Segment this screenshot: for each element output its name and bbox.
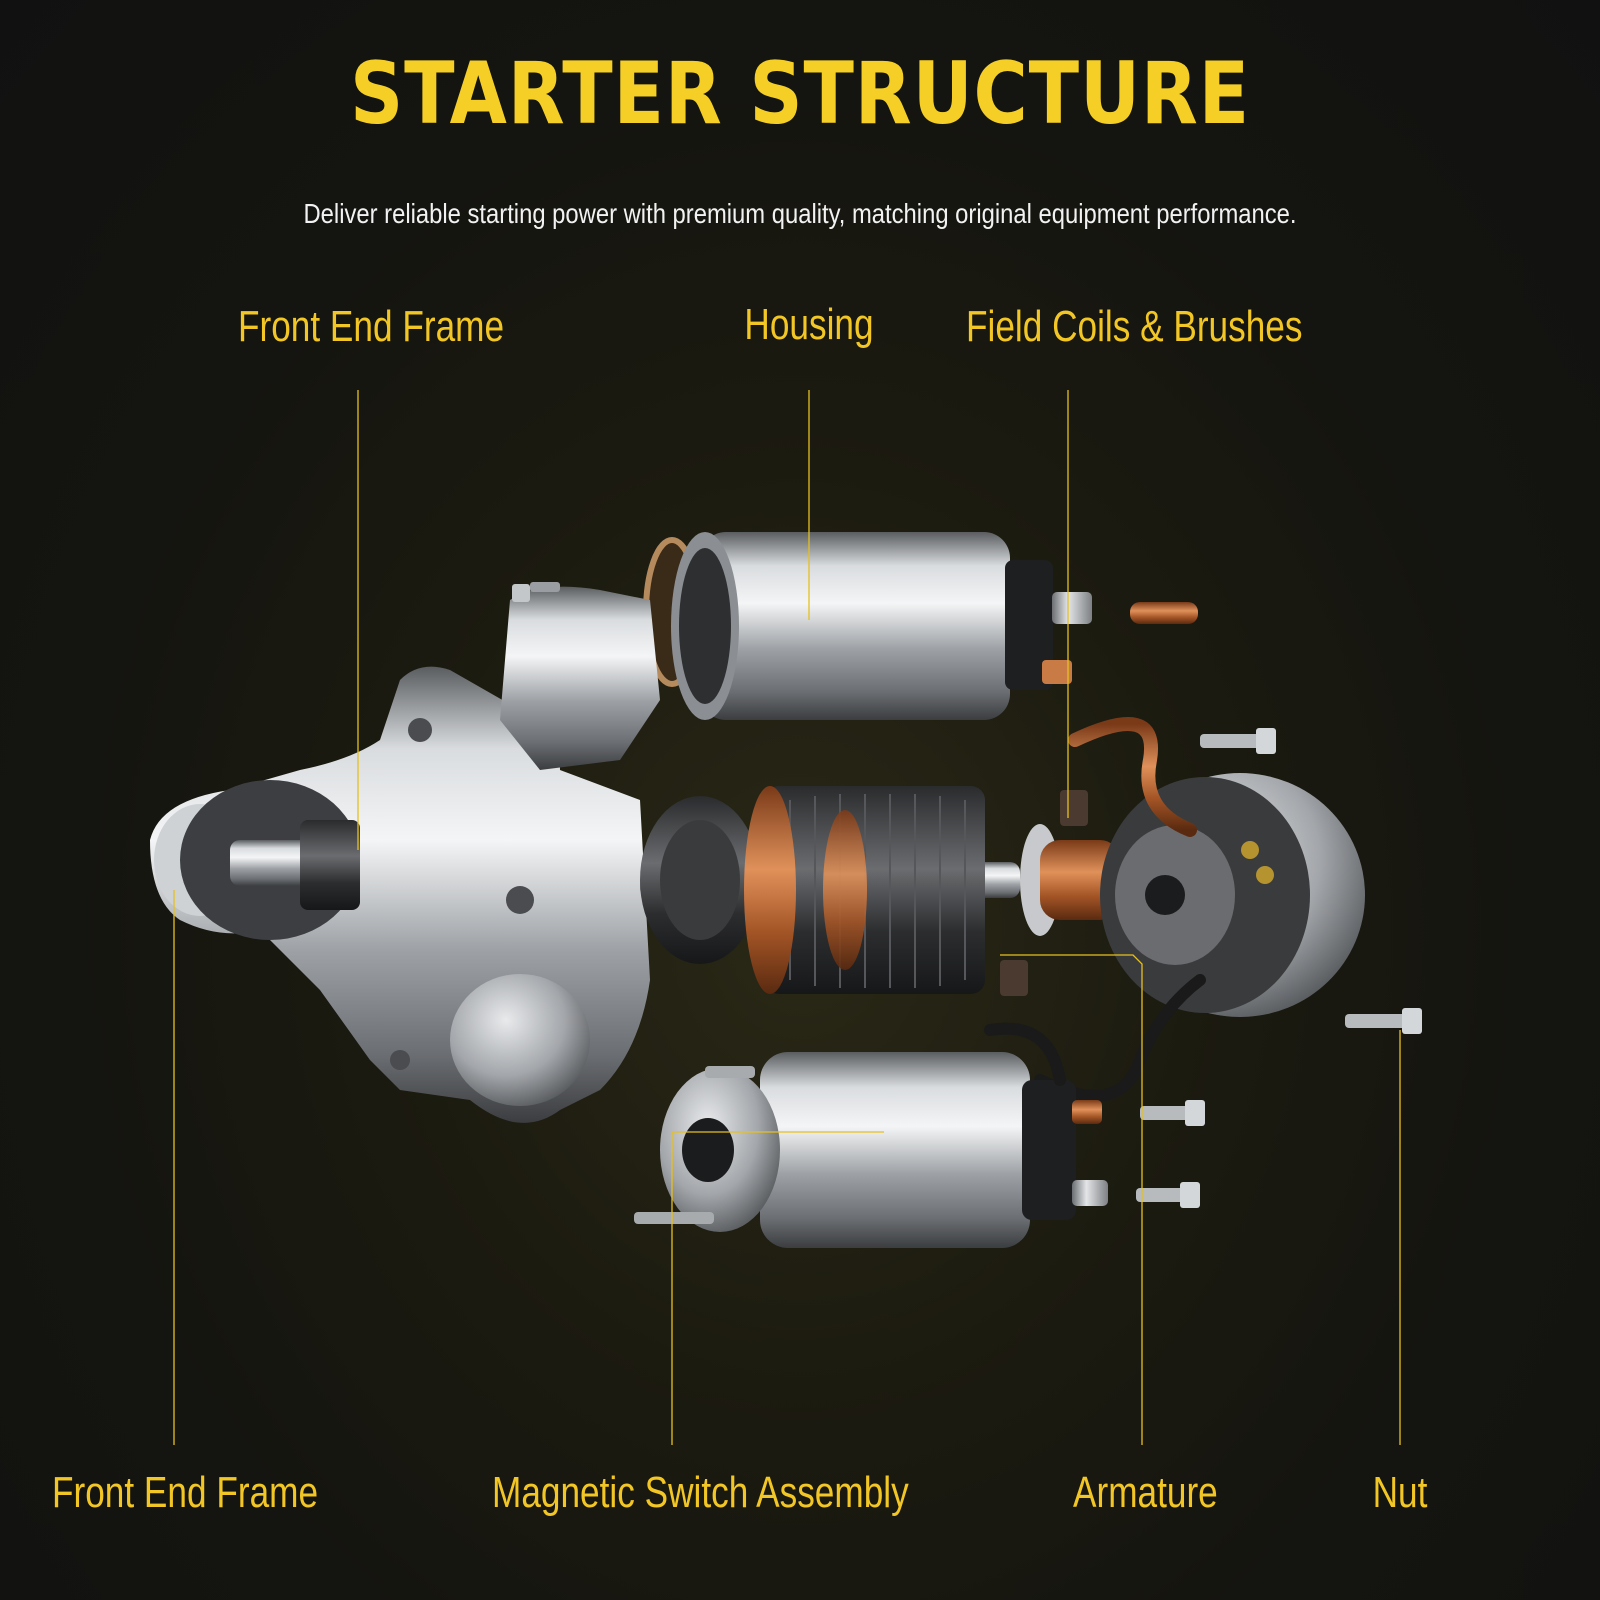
leader-armature (1000, 954, 1143, 1445)
label-housing: Housing (744, 300, 874, 349)
page-subtitle: Deliver reliable starting power with pre… (303, 198, 1297, 229)
housing-solenoid (643, 532, 1198, 720)
label-field-coils-brushes: Field Coils & Brushes (966, 302, 1303, 351)
label-front-end-frame-top: Front End Frame (238, 302, 505, 351)
commutator-end-frame (1000, 717, 1365, 1102)
leader-magnetic-switch (671, 1131, 884, 1445)
label-nut: Nut (1372, 1468, 1428, 1517)
leader-lines (173, 390, 1401, 1445)
magnetic-switch-solenoid (660, 1022, 1108, 1248)
page-title: STARTER STRUCTURE (349, 44, 1251, 144)
bolts (634, 728, 1422, 1224)
armature-assembly (640, 786, 1170, 994)
label-magnetic-switch-assembly: Magnetic Switch Assembly (492, 1468, 909, 1517)
front-end-frame (150, 582, 660, 1123)
label-front-end-frame-bottom: Front End Frame (52, 1468, 319, 1517)
label-armature: Armature (1073, 1468, 1218, 1517)
